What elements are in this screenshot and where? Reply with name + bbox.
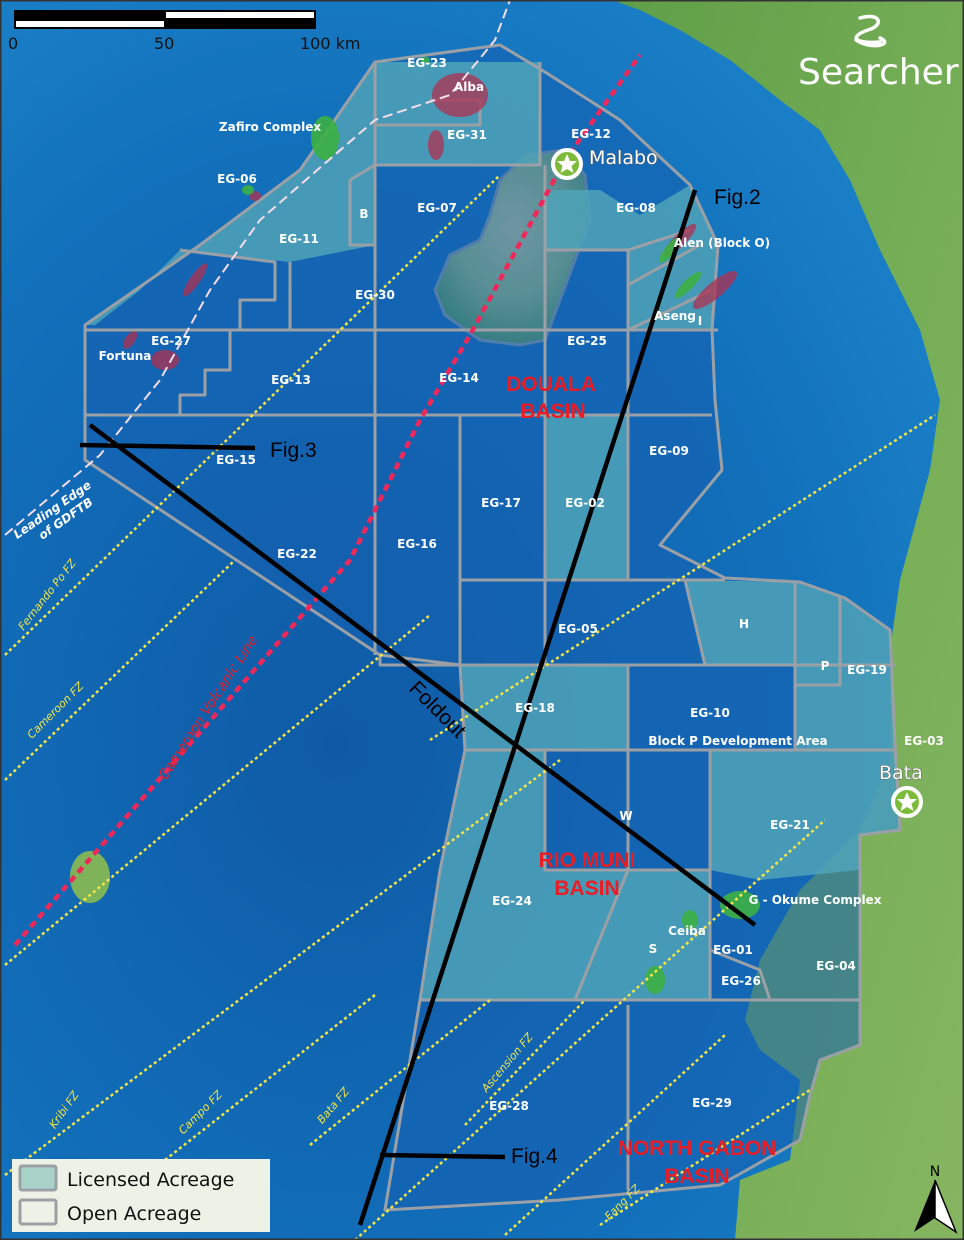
block-label: EG-15 <box>216 453 256 467</box>
mainland <box>612 0 964 1240</box>
block-label: P <box>821 659 830 673</box>
fig3-line <box>79 442 256 451</box>
section-lines <box>79 189 757 1226</box>
block-label: EG-24 <box>492 894 532 908</box>
field-label: Zafiro Complex <box>219 120 321 134</box>
field-label: Ceiba <box>668 924 706 938</box>
block-label: EG-16 <box>397 537 437 551</box>
star-glyph <box>897 792 917 811</box>
thrust-front-line <box>4 0 511 536</box>
svg-text:N: N <box>930 1164 940 1180</box>
field-label: Alen (Block O) <box>674 236 770 250</box>
block-label: EG-29 <box>692 1096 732 1110</box>
fig4-line <box>379 1152 506 1160</box>
cameroon-volcanic-line <box>13 53 642 947</box>
block-label: I <box>698 314 702 328</box>
block-label: Block P Development Area <box>648 734 827 748</box>
swirl-icon <box>854 14 887 48</box>
svg-text:50: 50 <box>154 34 174 53</box>
svg-text:100 km: 100 km <box>300 34 360 53</box>
north-gabon-basin-label: NORTH GABON <box>618 1137 777 1160</box>
scale-bar: 0 50 100 km <box>8 10 360 53</box>
block-label: EG-28 <box>489 1099 529 1113</box>
annobon-island <box>70 851 110 903</box>
field-label: Alba <box>454 80 484 94</box>
block-label: EG-08 <box>616 201 656 215</box>
fig2-label[interactable]: Fig.2 <box>714 186 761 209</box>
fig3-label[interactable]: Fig.3 <box>270 439 317 462</box>
legend-swatch-open <box>18 1198 58 1226</box>
block-label: EG-23 <box>407 56 447 70</box>
block-label: EG-09 <box>649 444 689 458</box>
block-label: EG-03 <box>904 734 944 748</box>
north-arrow-icon: N <box>914 1164 958 1234</box>
block-label: S <box>649 942 658 956</box>
douala-basin-label: DOUALA <box>506 373 596 396</box>
block-label: EG-14 <box>439 371 479 385</box>
block-label: EG-02 <box>565 496 605 510</box>
city-bata[interactable]: Bata <box>879 762 923 818</box>
legend: Licensed Acreage Open Acreage <box>12 1159 270 1232</box>
star-glyph <box>557 154 577 173</box>
block-label: B <box>359 207 368 221</box>
svg-text:0: 0 <box>8 34 18 53</box>
legend-label: Open Acreage <box>67 1203 201 1225</box>
block-label: EG-25 <box>567 334 607 348</box>
basin-labels: DOUALA BASIN RIO MUNI BASIN NORTH GABON … <box>506 373 776 1188</box>
field-label: Aseng <box>654 309 696 323</box>
legend-swatch-licensed <box>18 1164 58 1192</box>
block-boundaries <box>83 43 902 1212</box>
block-label: EG-10 <box>690 706 730 720</box>
rio-muni-basin-label: BASIN <box>554 877 619 900</box>
field-label: G - Okume Complex <box>749 893 882 907</box>
fig4-label[interactable]: Fig.4 <box>511 1145 558 1168</box>
block-label: EG-12 <box>571 127 611 141</box>
block-label: EG-17 <box>481 496 521 510</box>
city-malabo[interactable]: Malabo <box>551 147 658 180</box>
fracture-zone-lines <box>4 174 936 1240</box>
fig2-line <box>357 189 698 1226</box>
block-label: EG-18 <box>515 701 555 715</box>
searcher-logo: Searcher <box>798 14 959 93</box>
block-label: EG-27 <box>151 334 191 348</box>
block-label: EG-22 <box>277 547 317 561</box>
douala-basin-label: BASIN <box>520 400 585 423</box>
city-label: Bata <box>879 762 923 784</box>
field-label: Fortuna <box>99 349 152 363</box>
block-label: EG-13 <box>271 373 311 387</box>
block-label: EG-19 <box>847 663 887 677</box>
block-label: EG-30 <box>355 288 395 302</box>
block-label: EG-11 <box>279 232 319 246</box>
block-label: EG-26 <box>721 974 761 988</box>
legend-label: Licensed Acreage <box>67 1169 234 1191</box>
block-label: EG-06 <box>217 172 257 186</box>
block-label: EG-05 <box>558 622 598 636</box>
block-label: EG-21 <box>770 818 810 832</box>
block-label: EG-04 <box>816 959 856 973</box>
block-label: EG-01 <box>713 943 753 957</box>
block-label: W <box>619 809 632 823</box>
foldout-line <box>88 423 757 927</box>
block-label: EG-31 <box>447 128 487 142</box>
north-gabon-basin-label: BASIN <box>664 1165 729 1188</box>
block-label: EG-07 <box>417 201 457 215</box>
block-labels: EG-23 Alba EG-31 EG-12 Zafiro Complex EG… <box>99 56 944 1113</box>
block-label: H <box>739 617 749 631</box>
rio-muni-basin-label: RIO MUNI <box>539 849 636 872</box>
city-label: Malabo <box>589 147 658 169</box>
svg-text:Searcher: Searcher <box>798 52 959 93</box>
